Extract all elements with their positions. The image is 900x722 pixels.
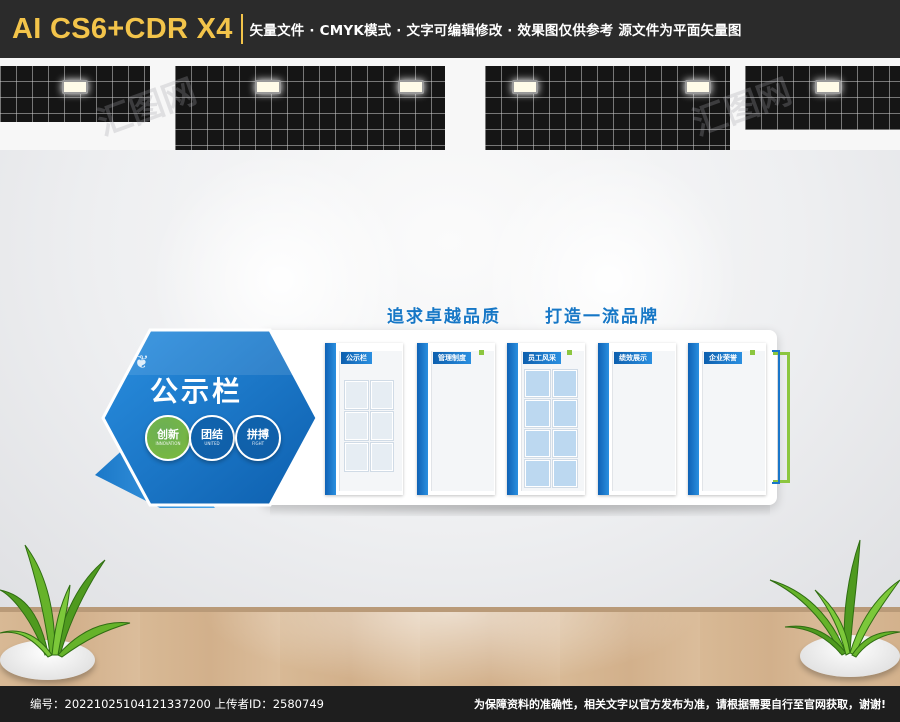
hexagon-title: 公示栏 xyxy=(150,375,244,408)
staff-photo xyxy=(552,460,577,487)
slogan-left: 追求卓越品质 xyxy=(387,307,501,327)
board-panel xyxy=(431,351,494,491)
board-strip xyxy=(598,343,609,495)
notice-sheet xyxy=(345,443,368,471)
ceiling-light-icon xyxy=(62,80,88,94)
notice-sheet-grid xyxy=(345,381,393,471)
ceiling-light-icon xyxy=(255,80,281,94)
ceiling-grid-left xyxy=(0,66,150,122)
board-strip xyxy=(688,343,699,495)
ceiling xyxy=(0,58,900,150)
notice-sheet xyxy=(370,412,393,440)
left-plant-icon xyxy=(0,544,131,658)
ceiling-light-icon xyxy=(512,80,538,94)
green-corner-icon xyxy=(750,350,755,355)
software-version-label: AI CS6+CDR X4 xyxy=(12,12,233,45)
staff-photo xyxy=(525,370,550,397)
board-strip xyxy=(507,343,518,495)
right-plant-icon xyxy=(769,539,900,658)
badge-sublabel: FIGHT xyxy=(251,441,265,446)
badge-sublabel: INNOVATION xyxy=(155,441,181,446)
disclaimer-text: 为保障资料的准确性，相关文字以官方发布为准，请根据需要自行至官网获取，谢谢! xyxy=(473,698,886,711)
ceiling-grid-right xyxy=(745,66,900,130)
staff-photo xyxy=(525,460,550,487)
floor-reflection xyxy=(200,612,700,686)
notice-sheet xyxy=(370,381,393,409)
board-management: 管理制度 xyxy=(417,343,495,495)
bottom-info-bar: 编号：20221025104121337200 上传者ID：2580749 为保… xyxy=(0,686,900,722)
ceiling-light-icon xyxy=(815,80,841,94)
badge-label: 拼搏 xyxy=(247,428,269,441)
blue-edge-bracket xyxy=(772,350,780,484)
notice-sheet xyxy=(345,412,368,440)
board-notice: 公示栏 xyxy=(325,343,403,495)
notice-sheet xyxy=(370,443,393,471)
board-title: 管理制度 xyxy=(433,352,471,364)
top-banner: AI CS6+CDR X4 矢量文件 · CMYK模式 · 文字可编辑修改 · … xyxy=(0,0,900,58)
board-panel xyxy=(612,351,675,491)
baseboard xyxy=(0,607,900,612)
green-corner-icon xyxy=(479,350,484,355)
badge-united: 团结 UNITED xyxy=(189,415,235,461)
board-title: 员工风采 xyxy=(523,352,561,364)
file-description: 矢量文件 · CMYK模式 · 文字可编辑修改 · 效果图仅供参考 源文件为平面… xyxy=(249,23,742,39)
ceiling-light-icon xyxy=(685,80,711,94)
board-honor: 企业荣誉 xyxy=(688,343,766,495)
ceiling-grid-center-left xyxy=(175,66,445,150)
green-corner-icon xyxy=(567,350,572,355)
board-title: 公示栏 xyxy=(341,352,372,364)
board-panel xyxy=(702,351,765,491)
board-strip xyxy=(325,343,336,495)
staff-photo-grid xyxy=(525,370,577,487)
left-plant-pot xyxy=(0,640,95,680)
ceiling-light-icon xyxy=(398,80,424,94)
staff-photo xyxy=(525,400,550,427)
leaf-logo-icon: ❦ xyxy=(134,352,150,373)
notice-sheet xyxy=(345,381,368,409)
badge-label: 创新 xyxy=(157,428,179,441)
board-strip xyxy=(417,343,428,495)
board-title: 绩效展示 xyxy=(614,352,652,364)
board-performance: 绩效展示 xyxy=(598,343,676,495)
green-edge-bracket xyxy=(773,352,790,483)
badge-label: 团结 xyxy=(201,428,223,441)
staff-photo xyxy=(552,430,577,457)
board-title: 企业荣誉 xyxy=(704,352,742,364)
staff-photo xyxy=(552,370,577,397)
staff-photo xyxy=(525,430,550,457)
slogan-right: 打造一流品牌 xyxy=(545,307,659,327)
banner-separator xyxy=(240,14,243,44)
board-staff: 员工风采 xyxy=(507,343,585,495)
asset-id-text: 编号：20221025104121337200 上传者ID：2580749 xyxy=(30,697,324,711)
badge-sublabel: UNITED xyxy=(204,441,220,446)
staff-photo xyxy=(552,400,577,427)
badge-fight: 拼搏 FIGHT xyxy=(235,415,281,461)
badge-innovation: 创新 INNOVATION xyxy=(145,415,191,461)
